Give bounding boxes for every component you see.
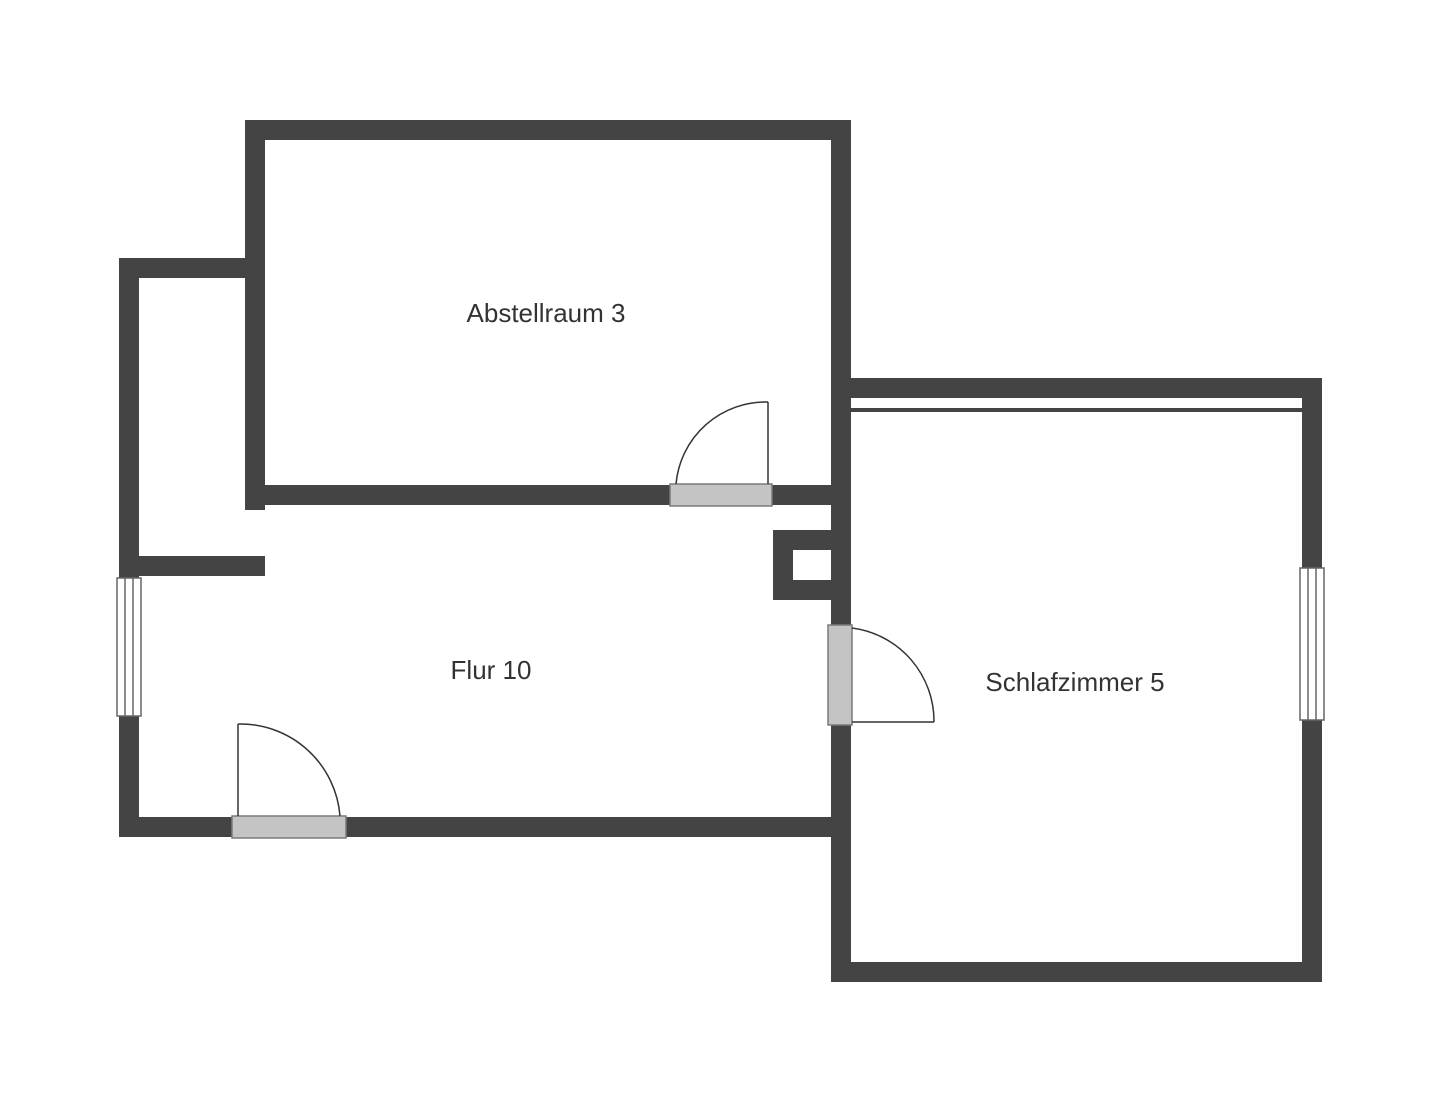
wall-flur-schlafzimmer-upper: [831, 378, 851, 638]
wall-closet-top: [119, 258, 265, 278]
doors: [231, 401, 935, 839]
wall-schlafzimmer-top: [831, 378, 1322, 398]
wall-closet-left: [119, 258, 139, 578]
room-label-abstellraum: Abstellraum 3: [467, 298, 626, 328]
room-label-schlafzimmer: Schlafzimmer 5: [985, 667, 1164, 697]
wall-flur-bottom: [119, 817, 851, 837]
wall-schlafzimmer-right-upper: [1302, 378, 1322, 568]
door-flur-entrance: [231, 723, 347, 839]
wall-abstellraum-top: [245, 120, 851, 140]
wall-schlafzimmer-right-lower: [1302, 720, 1322, 982]
wall-closet-bottom: [119, 556, 265, 576]
wall-schlafzimmer-inner-line: [851, 408, 1302, 412]
wall-schlafzimmer-bottom: [831, 962, 1322, 982]
wall-flur-left: [119, 716, 139, 837]
wall-abstellraum-left: [245, 120, 265, 510]
windows: [116, 567, 1325, 721]
chimney-opening: [793, 550, 831, 580]
window-flur-left: [116, 577, 142, 717]
room-label-flur: Flur 10: [451, 655, 532, 685]
window-schlafzimmer-right: [1299, 567, 1325, 721]
door-schlafzimmer: [827, 624, 935, 726]
wall-flur-schlafzimmer-lower: [831, 712, 851, 982]
door-abstellraum: [669, 401, 773, 507]
walls: [119, 120, 1322, 982]
